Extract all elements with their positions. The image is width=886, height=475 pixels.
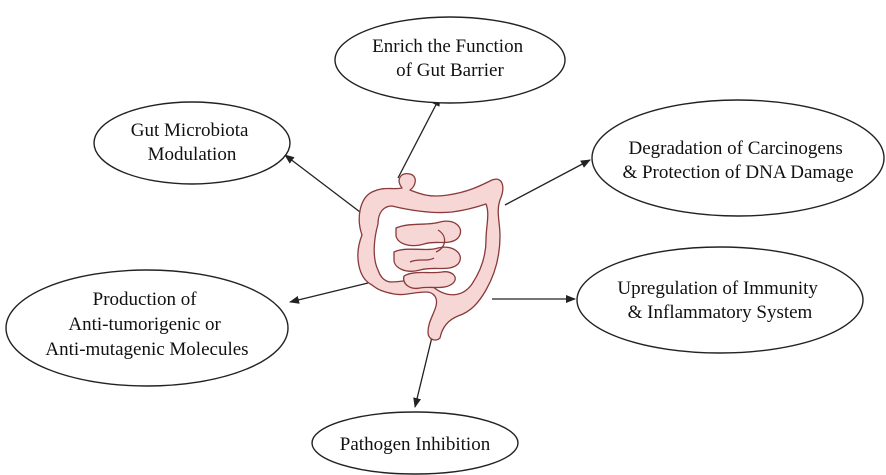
node-microbiota-line-1: Gut Microbiota [131, 120, 249, 141]
node-pathogen-label: Pathogen Inhibition [340, 434, 491, 455]
node-anti-tumor-line-1: Production of [93, 289, 198, 310]
node-gut-barrier-line-1: Enrich the Function [372, 36, 523, 57]
arrow-to-carcinogens [505, 160, 590, 205]
node-carcinogens-line-1: Degradation of Carcinogens [629, 138, 843, 159]
node-gut-barrier-line-2: of Gut Barrier [396, 60, 504, 81]
node-microbiota-ellipse [94, 102, 290, 184]
node-carcinogens-line-2: & Protection of DNA Damage [622, 162, 853, 183]
arrow-to-gut-barrier [398, 97, 440, 178]
node-immunity-ellipse [577, 247, 863, 353]
node-anti-tumor: Production of Anti-tumorigenic or Anti-m… [6, 270, 288, 386]
node-microbiota: Gut Microbiota Modulation [94, 102, 290, 184]
node-immunity-line-1: Upregulation of Immunity [617, 278, 818, 299]
arrow-to-pathogen [415, 337, 432, 407]
node-immunity-line-2: & Inflammatory System [628, 302, 813, 323]
node-gut-barrier: Enrich the Function of Gut Barrier [335, 17, 565, 103]
node-carcinogens: Degradation of Carcinogens & Protection … [592, 100, 884, 216]
arrow-to-microbiota [285, 155, 360, 212]
node-anti-tumor-line-2: Anti-tumorigenic or [68, 314, 221, 335]
node-pathogen-line-1: Pathogen Inhibition [340, 434, 491, 455]
node-microbiota-line-2: Modulation [148, 144, 237, 165]
node-immunity: Upregulation of Immunity & Inflammatory … [577, 247, 863, 353]
intestine-icon [358, 174, 503, 340]
node-pathogen: Pathogen Inhibition [312, 412, 518, 474]
node-anti-tumor-line-3: Anti-mutagenic Molecules [45, 339, 248, 360]
arrow-to-anti-tumor [290, 283, 368, 302]
